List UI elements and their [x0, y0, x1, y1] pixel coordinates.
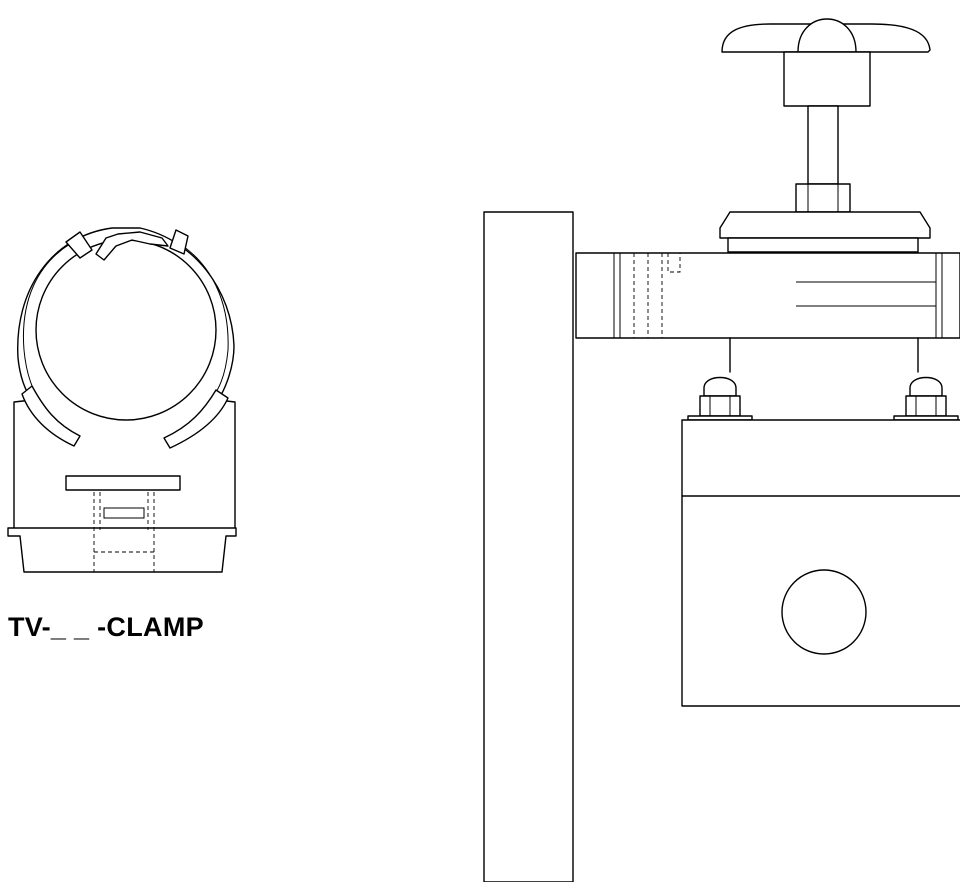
vertical-post: [483, 211, 574, 882]
clamp-latch-left: [65, 231, 93, 259]
pressure-plate-base: [727, 237, 919, 253]
clamp-ring-inner-edge: [22, 243, 71, 399]
clamp-bore: [35, 239, 217, 421]
hidden-line: [667, 253, 681, 273]
clamp-bar: [575, 252, 960, 339]
clamp-finger-left: [21, 385, 81, 447]
clamp-latch-hook: [95, 231, 169, 261]
clamp-part-number-caption: TV-_ _ -CLAMP: [8, 612, 204, 642]
knob-center-lobe: [797, 18, 857, 53]
acorn-nut-right: [893, 376, 959, 421]
rod-nut: [795, 183, 851, 213]
clamp-latch-right: [169, 229, 189, 255]
clamp-drawing: [7, 227, 237, 573]
clamp-base-foot: [7, 527, 237, 573]
threaded-rod: [807, 105, 839, 185]
clamp-ring-inner-edge-right: [179, 243, 229, 399]
lower-block: [681, 419, 960, 707]
clamp-finger-right: [163, 389, 229, 449]
clamp-base-plate: [65, 475, 181, 491]
clamp-nut: [103, 507, 145, 519]
knob-hub: [783, 51, 871, 107]
block-bore: [781, 569, 867, 655]
acorn-nut-left: [687, 376, 753, 421]
mount-assembly-drawing: [483, 18, 960, 882]
pressure-plate: [719, 211, 931, 239]
